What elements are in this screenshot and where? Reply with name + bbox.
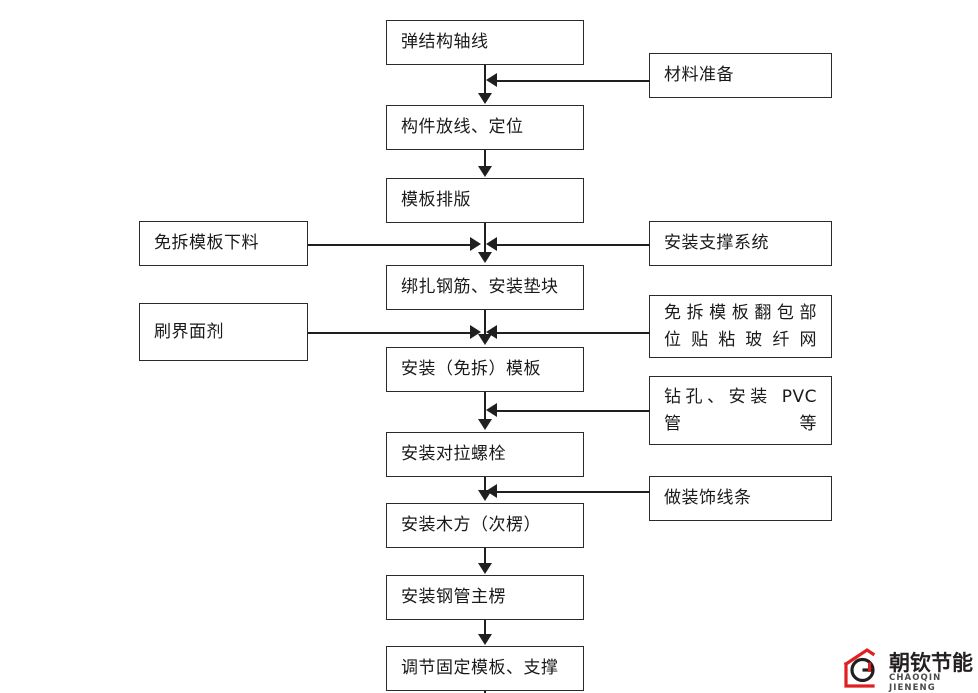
arrow-into-m5 [478, 334, 492, 345]
flow-node-m7: 安装木方（次楞） [386, 503, 584, 548]
arrow-from-r3 [486, 325, 497, 339]
logo-name-en: CHAOQIN JIENENG [889, 673, 942, 693]
flow-node-m8: 安装钢管主楞 [386, 575, 584, 620]
flow-node-r1: 材料准备 [649, 53, 832, 98]
logo-mark-icon [843, 648, 876, 688]
connector-m2-m3 [484, 150, 486, 167]
connector-r1-to-main [495, 80, 650, 82]
flow-node-label-line2: 管等 [664, 413, 817, 434]
company-logo: 朝钦节能 CHAOQIN JIENENG [843, 648, 973, 693]
arrow-from-r1 [486, 73, 497, 87]
connector-m9-continuation [484, 691, 486, 693]
arrow-from-r5 [486, 484, 497, 498]
connector-m5-m6 [484, 392, 486, 420]
connector-r2-to-main [495, 244, 650, 246]
flow-node-l1: 免拆模板下料 [139, 221, 308, 266]
arrow-into-m2 [478, 93, 492, 104]
flow-node-r5: 做装饰线条 [649, 476, 832, 521]
flow-node-m3: 模板排版 [386, 178, 584, 223]
arrow-into-m3 [478, 166, 492, 177]
arrow-into-m8 [478, 563, 492, 574]
arrow-into-m4 [478, 252, 492, 263]
flow-node-m2: 构件放线、定位 [386, 105, 584, 150]
flow-node-label: 构件放线、定位 [401, 117, 524, 138]
connector-r3-to-main [495, 332, 650, 334]
flow-node-label: 刷界面剂 [154, 321, 224, 342]
connector-m3-m4 [484, 223, 486, 253]
flow-node-m6: 安装对拉螺栓 [386, 432, 584, 477]
flow-node-label: 做装饰线条 [664, 488, 752, 509]
arrow-from-r4 [486, 403, 497, 417]
connector-r4-to-main [495, 410, 650, 412]
flow-node-m4: 绑扎钢筋、安装垫块 [386, 265, 584, 310]
arrow-into-m9 [478, 634, 492, 645]
connector-r5-to-main [495, 491, 650, 493]
connector-m8-m9 [484, 620, 486, 635]
flow-node-r3: 免拆模板翻包部 位贴粘玻纤网 [649, 295, 832, 358]
connector-l2-to-main [308, 332, 471, 334]
flow-node-l2: 刷界面剂 [139, 303, 308, 361]
flow-node-label-line2: 位贴粘玻纤网 [664, 329, 817, 350]
flow-node-label: 弹结构轴线 [401, 32, 489, 53]
arrow-into-m6 [478, 419, 492, 430]
flow-node-label: 模板排版 [401, 190, 471, 211]
connector-m4-m5 [484, 310, 486, 335]
connector-m7-m8 [484, 548, 486, 564]
connector-m6-m7 [484, 477, 486, 493]
flow-node-label: 安装木方（次楞） [401, 515, 541, 536]
flow-node-label: 安装钢管主楞 [401, 587, 506, 608]
arrow-from-l2 [470, 325, 481, 339]
flow-node-label-line1: 免拆模板翻包部 [664, 303, 817, 324]
flow-node-m5: 安装（免拆）模板 [386, 347, 584, 392]
flow-node-m1: 弹结构轴线 [386, 20, 584, 65]
arrow-into-m7 [478, 490, 492, 501]
flow-node-label: 调节固定模板、支撑 [401, 658, 559, 679]
connector-m1-m2 [484, 65, 486, 94]
flow-node-label: 安装支撑系统 [664, 233, 769, 254]
logo-name-cn: 朝钦节能 [889, 651, 973, 675]
flow-node-r2: 安装支撑系统 [649, 221, 832, 266]
flow-node-label: 安装（免拆）模板 [401, 359, 541, 380]
arrow-from-l1 [470, 237, 481, 251]
connector-l1-to-main [308, 244, 471, 246]
flow-node-label: 免拆模板下料 [154, 233, 259, 254]
flow-node-m9: 调节固定模板、支撑 [386, 646, 584, 691]
arrow-from-r2 [486, 237, 497, 251]
flow-node-r4: 钻孔、安装 PVC 管等 [649, 376, 832, 445]
flow-node-label-line1: 钻孔、安装 PVC [664, 387, 817, 408]
flow-node-label: 材料准备 [664, 65, 734, 86]
flow-node-label: 安装对拉螺栓 [401, 444, 506, 465]
flow-node-label: 绑扎钢筋、安装垫块 [401, 277, 559, 298]
